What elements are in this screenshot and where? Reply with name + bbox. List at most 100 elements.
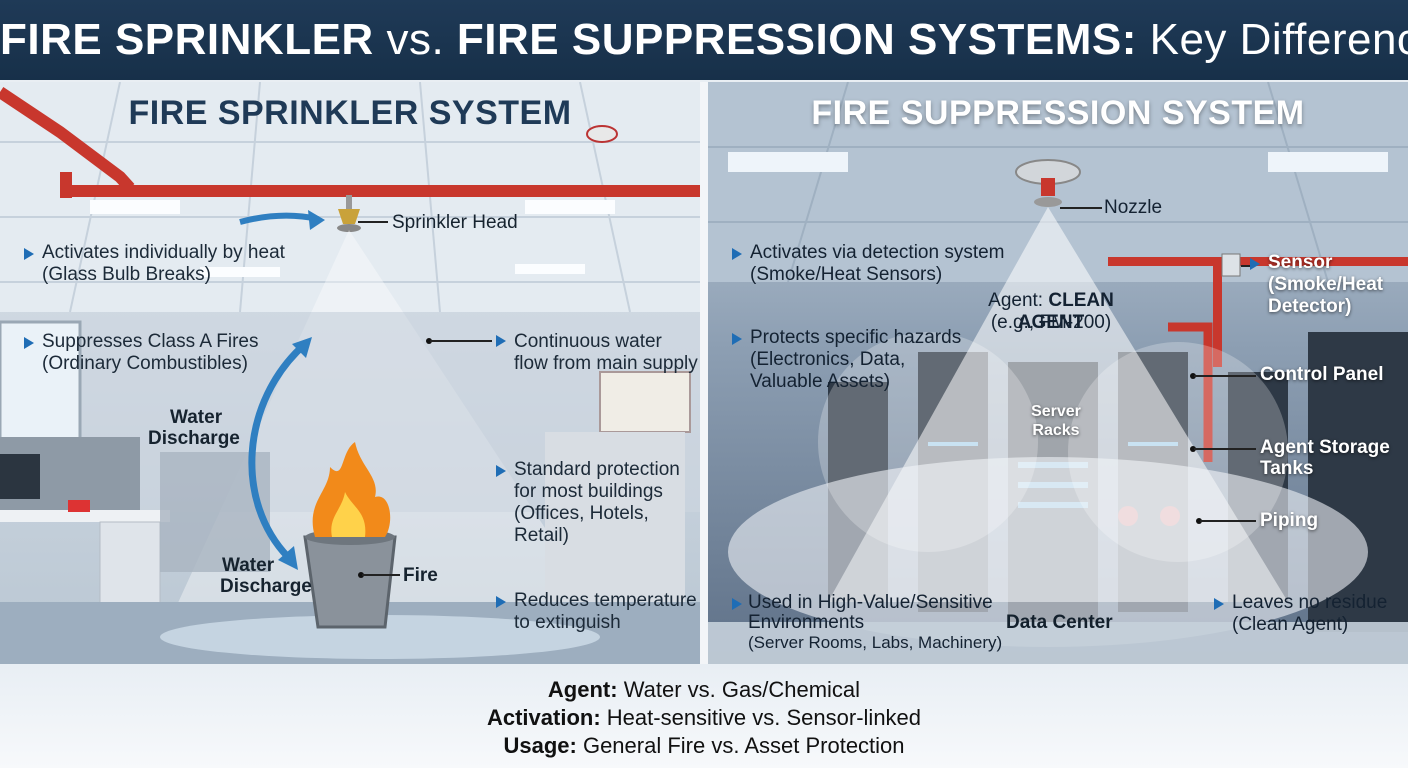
water-puddle (160, 615, 600, 659)
leader-dot (1196, 518, 1202, 524)
leader-dot (1190, 446, 1196, 452)
cabinet (545, 432, 685, 602)
sensor-line1: Sensor (1268, 252, 1333, 273)
bullet-icon (496, 465, 506, 477)
leader-dot (426, 338, 432, 344)
residue-line1: Leaves no residue (1232, 592, 1388, 613)
agent-cloud (818, 332, 1038, 552)
bullet-icon (732, 333, 742, 345)
leader-line (1194, 448, 1256, 450)
suppression-bullet1-line1: Activates via detection system (750, 242, 1005, 263)
used-line2: Environments (748, 612, 865, 633)
used-line3: (Server Rooms, Labs, Machinery) (748, 633, 1003, 652)
leader-line (358, 221, 388, 223)
reduces-line2: to extinguish (514, 612, 621, 633)
window (0, 320, 82, 444)
sprinkler-panel: FIRE SPRINKLER SYSTEM Sprinkler Head Act… (0, 82, 700, 664)
standard-line2: for most buildings (514, 481, 663, 502)
summary-activation-text: Heat-sensitive vs. Sensor-linked (606, 705, 922, 730)
ceiling-light (200, 267, 280, 277)
sprinkler-head-label: Sprinkler Head (392, 212, 518, 233)
curved-arrow-icon (248, 341, 308, 560)
title-part1: FIRE SPRINKLER (0, 15, 374, 64)
sensor-icon (1221, 253, 1241, 277)
title-bar (0, 0, 1408, 80)
bulletin-board (599, 371, 691, 433)
leader-line (1194, 375, 1256, 377)
ceiling-grid (708, 82, 1408, 283)
agent-storage-line1: Agent Storage (1260, 437, 1390, 458)
leader-line (1241, 265, 1251, 267)
pipe (0, 87, 135, 193)
sprinkler-illustration (0, 82, 700, 664)
summary-activation: Activation: Heat-sensitive vs. Sensor-li… (0, 705, 1408, 731)
continuous-line2: flow from main supply (514, 353, 698, 374)
pipe (60, 185, 700, 197)
summary-agent-label: Agent: (547, 677, 618, 702)
server-racks-line1: Server (1031, 403, 1081, 420)
suppression-bullet2-line3: Valuable Assets) (750, 371, 891, 392)
leader-line (1200, 520, 1256, 522)
leader-line (1060, 207, 1102, 209)
standard-line3: (Offices, Hotels, Retail) (514, 503, 649, 546)
arrow-icon (308, 210, 325, 230)
summary-activation-label: Activation: (486, 705, 601, 730)
water-discharge-label-1a: Water (170, 407, 223, 428)
page-title: FIRE SPRINKLER vs. FIRE SUPPRESSION SYST… (0, 0, 1408, 80)
pipe (60, 172, 72, 198)
control-panel-label: Control Panel (1260, 364, 1384, 385)
agent-storage-line2: Tanks (1260, 458, 1314, 479)
nozzle-icon (1041, 178, 1055, 196)
leader-dot (358, 572, 364, 578)
detector-icon (586, 125, 618, 143)
sprinkler-head-icon (337, 224, 361, 232)
summary-usage-text: General Fire vs. Asset Protection (582, 733, 905, 758)
ceiling-light (1268, 152, 1388, 172)
leader-dot (1190, 373, 1196, 379)
sprinkler-bullet2-line2: (Ordinary Combustibles) (42, 353, 248, 374)
reduces-line1: Reduces temperature (514, 590, 697, 611)
summary-usage: Usage: General Fire vs. Asset Protection (0, 733, 1408, 759)
sprinkler-head-icon (346, 195, 352, 209)
curved-arrow-icon (292, 337, 312, 358)
fire-label: Fire (403, 565, 438, 586)
sensor-line3: Detector) (1268, 296, 1352, 317)
suppression-bullet1-line2: (Smoke/Heat Sensors) (750, 264, 943, 285)
summary-usage-label: Usage: (503, 733, 577, 758)
title-part3: Key Differences (1149, 15, 1408, 64)
sprinkler-bullet1-line1: Activates individually by heat (42, 242, 285, 263)
ceiling-light (728, 152, 848, 172)
sprinkler-head-icon (338, 209, 360, 224)
title-vs: vs. (386, 15, 445, 64)
suppression-bullet2-line2: (Electronics, Data, (750, 349, 906, 370)
residue-line2: (Clean Agent) (1232, 614, 1349, 635)
continuous-line1: Continuous water (514, 331, 662, 352)
summary-section: Agent: Water vs. Gas/Chemical Activation… (0, 664, 1408, 768)
bullet-icon (24, 248, 34, 260)
curved-arrow-icon (278, 546, 298, 570)
wastebasket-icon (303, 535, 397, 629)
bullet-icon (732, 248, 742, 260)
water-discharge-label-2a: Water (222, 555, 275, 576)
agent-example: (e.g., FM-200) (990, 312, 1112, 333)
suppression-bullet2-line1: Protects specific hazards (750, 327, 962, 348)
nozzle-label: Nozzle (1104, 197, 1163, 218)
bullet-icon (496, 596, 506, 608)
ceiling-light (90, 200, 180, 214)
agent-name: CLEAN AGENT (1017, 290, 1114, 333)
agent-prefix: Agent: (988, 290, 1044, 311)
nozzle-icon (1034, 197, 1062, 207)
title-part2: FIRE SUPPRESSION SYSTEMS: (456, 15, 1137, 64)
summary-agent: Agent: Water vs. Gas/Chemical (0, 677, 1408, 703)
bullet-icon (732, 598, 742, 610)
agent-cloud (1068, 342, 1288, 562)
sprinkler-bullet2-line1: Suppresses Class A Fires (42, 331, 259, 352)
piping-label: Piping (1260, 510, 1319, 531)
summary-agent-text: Water vs. Gas/Chemical (623, 677, 861, 702)
bullet-icon (496, 335, 506, 347)
fire-icon (312, 442, 391, 537)
agent-label: Agent: CLEAN AGENT (966, 290, 1136, 334)
sprinkler-bullet1-line2: (Glass Bulb Breaks) (42, 264, 211, 285)
agent-cloud (728, 457, 1368, 647)
suppression-panel: FIRE SUPPRESSION SYSTEM Nozzle Activates… (708, 82, 1408, 664)
